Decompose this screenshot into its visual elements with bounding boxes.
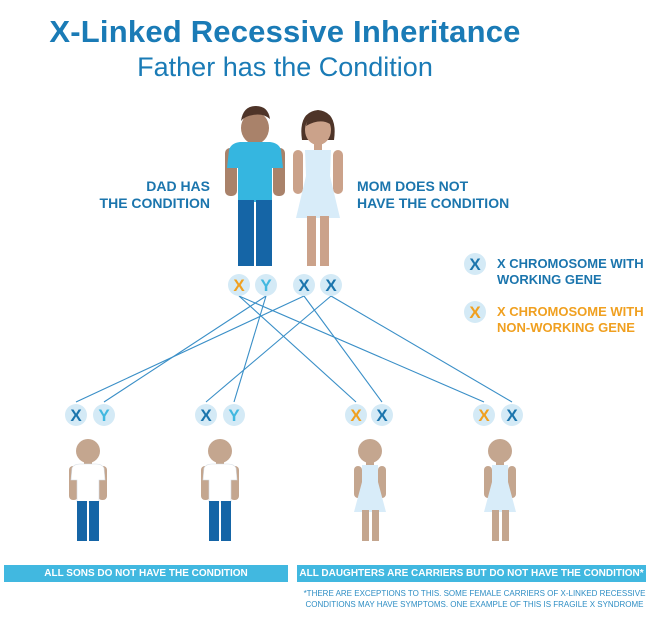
- daughter-1-head: [358, 439, 382, 463]
- son-1-y-letter: Y: [98, 406, 110, 425]
- mom-dress: [296, 150, 340, 218]
- daughter-2-x-nonworking-letter: X: [478, 406, 490, 425]
- mom-label-line-1: MOM DOES NOT: [357, 178, 469, 194]
- dad-label: DAD HAS THE CONDITION: [60, 178, 210, 212]
- dad-right-leg: [256, 200, 272, 266]
- children-chromosomes: X Y X Y X X X X: [65, 404, 523, 426]
- line-mom-x2-to-daughter-2: [330, 295, 513, 403]
- sons-banner: ALL SONS DO NOT HAVE THE CONDITION: [4, 565, 288, 582]
- mom-left-leg: [307, 216, 316, 266]
- son-1-right-leg: [89, 501, 99, 541]
- daughter-1-x-working-letter: X: [376, 406, 388, 425]
- legend-working-letter: X: [469, 255, 481, 274]
- son-2-chromosomes: X Y: [195, 404, 245, 426]
- line-dad-y-to-son-2: [233, 295, 267, 403]
- line-mom-x1-to-son-1: [75, 295, 305, 403]
- daughters-banner: ALL DAUGHTERS ARE CARRIERS BUT DO NOT HA…: [297, 565, 646, 582]
- daughter-2-figure: [484, 439, 516, 541]
- daughter-2-head: [488, 439, 512, 463]
- son-1-chromosomes: X Y: [65, 404, 115, 426]
- son-1-head: [76, 439, 100, 463]
- legend-working-text: X CHROMOSOME WITH WORKING GENE: [497, 256, 644, 288]
- son-2-head: [208, 439, 232, 463]
- daughter-2-chromosomes: X X: [473, 404, 523, 426]
- daughter-2-left-leg: [492, 510, 499, 541]
- son-2-x-letter: X: [200, 406, 212, 425]
- inheritance-lines: [75, 295, 513, 403]
- legend-working-line-1: X CHROMOSOME WITH: [497, 256, 644, 271]
- son-2-y-letter: Y: [228, 406, 240, 425]
- dad-label-line-2: THE CONDITION: [99, 195, 210, 211]
- dad-label-line-1: DAD HAS: [146, 178, 210, 194]
- line-mom-x2-to-son-2: [205, 295, 332, 403]
- diagram-title: X-Linked Recessive Inheritance: [49, 14, 521, 49]
- line-dad-x-to-daughter-2: [238, 295, 485, 403]
- son-1-x-letter: X: [70, 406, 82, 425]
- mom-x1-letter: X: [298, 276, 310, 295]
- daughter-2-x-working-letter: X: [506, 406, 518, 425]
- mom-neck: [314, 143, 322, 151]
- legend-non-working-letter: X: [469, 303, 481, 322]
- dad-y-letter: Y: [260, 276, 272, 295]
- mom-label-line-2: HAVE THE CONDITION: [357, 195, 510, 211]
- dad-x-letter: X: [233, 276, 245, 295]
- son-2-right-leg: [221, 501, 231, 541]
- legend-non-working-line-1: X CHROMOSOME WITH: [497, 304, 644, 319]
- dad-y-chromosome: Y: [255, 274, 277, 296]
- legend-working-symbol: X: [464, 253, 486, 275]
- mom-right-leg: [320, 216, 329, 266]
- daughter-1-chromosomes: X X: [345, 404, 393, 426]
- mom-hair-fringe: [306, 114, 330, 126]
- dad-x-chromosome: X: [228, 274, 250, 296]
- diagram-subtitle: Father has the Condition: [137, 52, 433, 82]
- son-1-shirt: [70, 463, 106, 503]
- mom-x-chromosome-2: X: [320, 274, 342, 296]
- mom-x2-letter: X: [325, 276, 337, 295]
- legend-non-working-symbol: X: [464, 301, 486, 323]
- daughter-1-left-leg: [362, 510, 369, 541]
- daughter-1-figure: [354, 439, 386, 541]
- son-2-left-leg: [209, 501, 219, 541]
- son-1-figure: [69, 439, 107, 541]
- daughter-2-right-leg: [502, 510, 509, 541]
- line-dad-x-to-daughter-1: [238, 295, 357, 403]
- daughter-1-x-nonworking-letter: X: [350, 406, 362, 425]
- legend-non-working-text: X CHROMOSOME WITH NON-WORKING GENE: [497, 304, 644, 336]
- parent-chromosomes: X Y X X: [228, 274, 342, 296]
- dad-head: [241, 112, 269, 144]
- mom-x-chromosome-1: X: [293, 274, 315, 296]
- daughter-2-dress: [484, 465, 516, 512]
- mom-figure: [293, 110, 343, 266]
- legend-non-working-line-2: NON-WORKING GENE: [497, 320, 635, 335]
- son-2-figure: [201, 439, 239, 541]
- footnote: *THERE ARE EXCEPTIONS TO THIS. SOME FEMA…: [303, 589, 646, 609]
- dad-shirt: [227, 142, 283, 202]
- daughter-1-right-leg: [372, 510, 379, 541]
- mom-right-arm: [333, 150, 343, 194]
- mom-left-arm: [293, 150, 303, 194]
- mom-label: MOM DOES NOT HAVE THE CONDITION: [357, 178, 557, 212]
- dad-left-leg: [238, 200, 254, 266]
- legend-working-line-2: WORKING GENE: [497, 272, 602, 287]
- dad-hair: [241, 106, 270, 121]
- daughter-1-dress: [354, 465, 386, 512]
- line-mom-x1-to-daughter-1: [303, 295, 383, 403]
- son-1-left-leg: [77, 501, 87, 541]
- dad-figure: [225, 106, 285, 266]
- son-2-shirt: [202, 463, 238, 503]
- line-dad-y-to-son-1: [103, 295, 267, 403]
